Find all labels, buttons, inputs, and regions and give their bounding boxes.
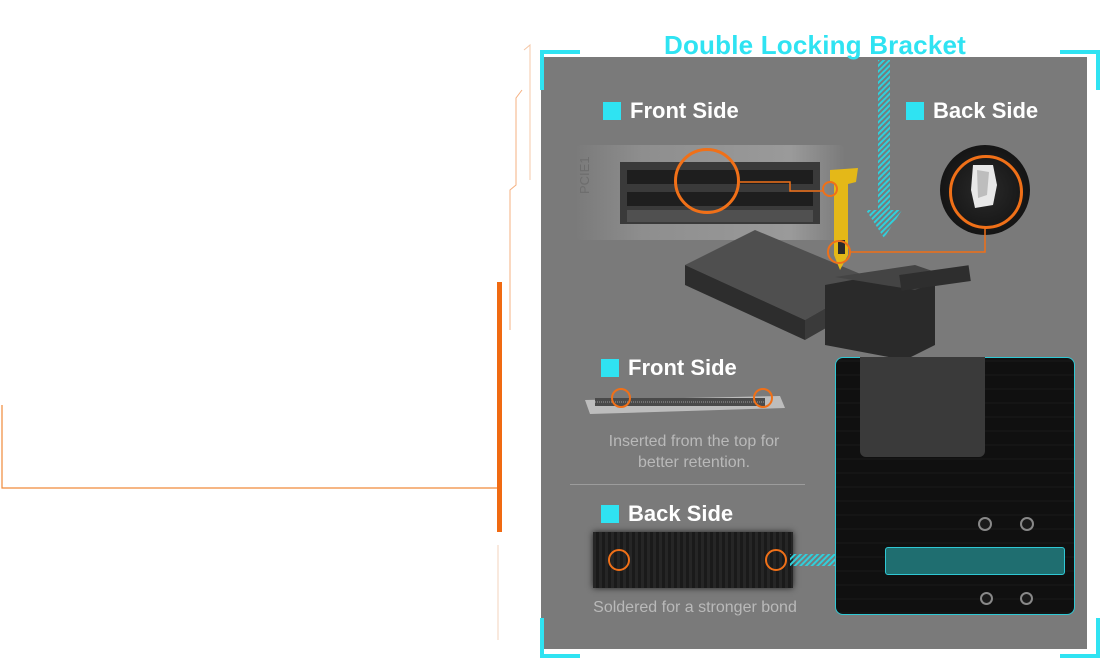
svg-text:PCIE1: PCIE1 [577,156,592,194]
highlight-ring-latch-tip [822,181,838,197]
cyan-square-icon [603,102,621,120]
front-caption-line2: better retention. [637,454,751,471]
highlight-ring-front-left [611,388,631,408]
highlight-ring-front-right [753,388,773,408]
front-detail-label: Front Side [628,355,737,380]
section-back-side-top: Back Side [906,98,1038,124]
back-side-label: Back Side [933,98,1039,123]
front-caption-line1: Inserted from the top for [608,433,780,450]
highlight-ring-slot-latch [674,148,740,214]
highlighted-slot-back [885,547,1065,575]
front-detail-caption: Inserted from the top for better retenti… [585,431,803,473]
highlight-ring-latch-lock [827,240,851,264]
page-title: Double Locking Bracket [663,30,967,60]
screw-icon [980,592,993,605]
back-detail-caption: Soldered for a stronger bond [593,599,797,616]
cyan-square-icon [906,102,924,120]
highlight-ring-back-left [608,549,630,571]
back-detail-label: Back Side [628,501,734,526]
cyan-square-icon [601,505,619,523]
section-front-side-detail: Front Side [601,355,737,381]
pcie-slot-render [685,230,971,360]
down-arrow-icon [866,60,902,238]
section-back-side-detail: Back Side [601,501,733,527]
screw-icon [978,517,992,531]
screw-icon [1020,592,1033,605]
divider [570,484,805,485]
cpu-bracket-image [860,357,985,457]
cyan-square-icon [601,359,619,377]
highlight-ring-back-pin [949,155,1023,229]
front-side-label: Front Side [630,98,739,123]
screw-icon [1020,517,1034,531]
highlight-ring-back-right [765,549,787,571]
section-front-side-top: Front Side [603,98,739,124]
